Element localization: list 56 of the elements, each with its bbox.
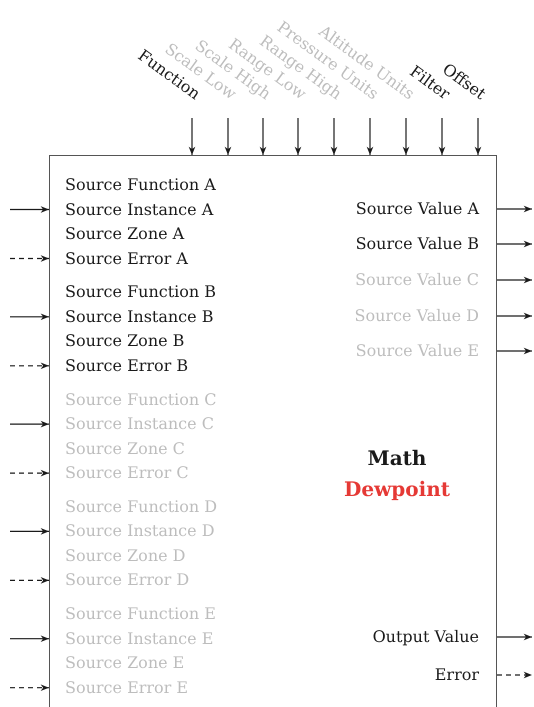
- port-label: Source Zone C: [49, 438, 185, 460]
- port-label: Source Function D: [49, 496, 218, 518]
- arrow: [438, 118, 446, 155]
- arrow: [402, 118, 410, 155]
- arrow: [497, 634, 532, 640]
- arrow: [474, 118, 482, 155]
- port-label: Source Value B: [356, 233, 497, 255]
- port-label: Source Error B: [49, 354, 188, 377]
- arrow: [10, 577, 49, 584]
- arrow: [497, 276, 532, 284]
- arrow: [188, 118, 196, 155]
- arrow: [224, 118, 232, 155]
- port-label: Source Zone E: [49, 652, 184, 674]
- port-label: Error: [434, 664, 497, 686]
- arrow: [10, 206, 49, 213]
- arrow: [260, 118, 266, 155]
- block-title: Math: [368, 445, 426, 471]
- arrow: [10, 684, 49, 692]
- function-block: [49, 155, 497, 707]
- arrow: [10, 635, 49, 642]
- port-label: Source Function A: [49, 174, 216, 196]
- port-label: Source Function B: [49, 281, 216, 304]
- port-label: Source Value E: [356, 340, 497, 362]
- port-label: Source Value A: [356, 198, 497, 220]
- arrow: [497, 672, 532, 678]
- port-label: Source Function E: [49, 603, 216, 626]
- arrow: [497, 206, 532, 212]
- arrow: [10, 255, 49, 262]
- arrow: [10, 470, 49, 476]
- port-label: Source Instance C: [49, 413, 214, 436]
- arrow: [10, 362, 49, 370]
- arrow: [497, 312, 532, 320]
- port-label: Source Zone A: [49, 223, 184, 245]
- block-title: Dewpoint: [344, 476, 450, 502]
- port-label: Source Error D: [49, 569, 190, 592]
- port-label: Source Error C: [49, 462, 189, 484]
- arrow: [10, 420, 49, 428]
- port-label: Source Instance B: [49, 306, 214, 328]
- port-label: Output Value: [372, 626, 497, 648]
- arrow: [497, 240, 532, 248]
- port-label: Source Error A: [49, 248, 188, 270]
- port-label: Source Zone B: [49, 330, 184, 352]
- port-label: Source Value C: [355, 269, 497, 291]
- arrow: [10, 313, 49, 320]
- port-label: Source Instance A: [49, 198, 214, 220]
- arrow: [330, 118, 338, 155]
- arrow: [497, 348, 532, 354]
- port-label: Source Zone D: [49, 544, 186, 567]
- port-label: Source Value D: [354, 305, 497, 327]
- port-label: Source Instance D: [49, 520, 215, 542]
- port-label: Source Instance E: [49, 628, 214, 650]
- port-label: Source Error E: [49, 676, 188, 699]
- arrow: [366, 118, 374, 155]
- port-label: Source Function C: [49, 388, 217, 411]
- arrow: [294, 118, 302, 155]
- arrow: [10, 528, 49, 535]
